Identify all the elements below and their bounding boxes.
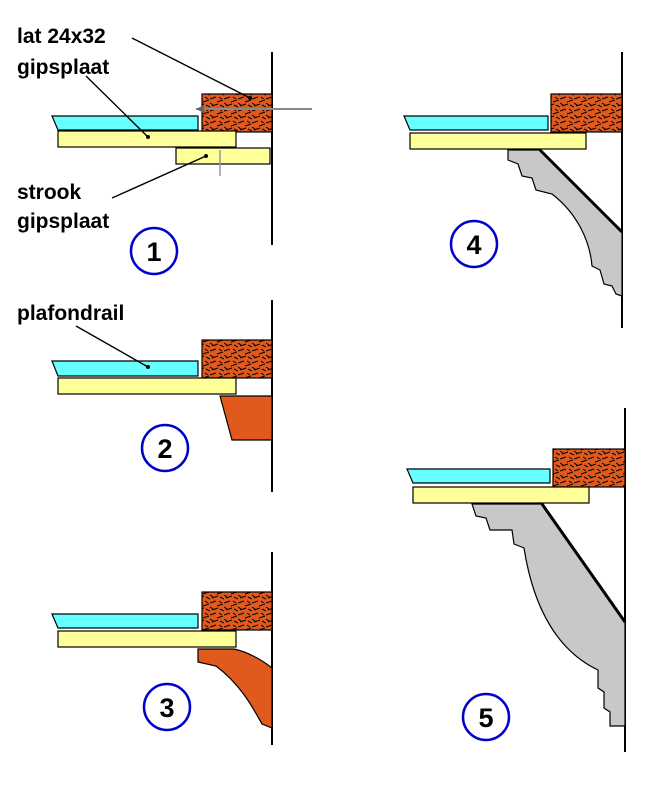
leader-dot bbox=[146, 365, 150, 369]
detail-number: 2 bbox=[157, 434, 172, 464]
ceiling-rail bbox=[219, 395, 273, 441]
wooden-batten bbox=[201, 339, 273, 379]
detail-number: 3 bbox=[159, 693, 174, 723]
detail-5: 5 bbox=[406, 408, 627, 752]
screw-tip-icon bbox=[196, 105, 204, 113]
detail-number-circle bbox=[129, 226, 179, 276]
label-lat: lat 24x32 bbox=[17, 25, 106, 48]
wooden-batten bbox=[201, 591, 273, 631]
wooden-batten bbox=[201, 93, 273, 133]
large-crown-molding bbox=[471, 503, 626, 727]
detail-3: 3 bbox=[51, 552, 273, 745]
insulation-layer bbox=[51, 360, 199, 377]
plasterboard bbox=[412, 486, 590, 504]
label-strook-gipsplaat: gipsplaat bbox=[17, 210, 109, 233]
crown-molding bbox=[507, 149, 623, 297]
cove-molding bbox=[197, 648, 273, 729]
plasterboard bbox=[57, 130, 237, 148]
leader-strook bbox=[111, 155, 207, 199]
detail-number-circle bbox=[461, 692, 511, 742]
insulation-layer bbox=[406, 468, 551, 484]
detail-1: lat 24x32 gipsplaat strook gipsplaat 1 bbox=[17, 25, 312, 276]
plasterboard bbox=[57, 630, 237, 648]
label-plafondrail: plafondrail bbox=[17, 302, 124, 325]
label-gipsplaat: gipsplaat bbox=[17, 56, 109, 79]
leader-dot bbox=[248, 96, 252, 100]
leader-dot bbox=[146, 135, 150, 139]
leader-dot bbox=[204, 154, 208, 158]
insulation-layer bbox=[51, 613, 199, 629]
label-strook: strook bbox=[17, 181, 82, 204]
plasterboard bbox=[409, 132, 587, 150]
detail-number-circle bbox=[140, 423, 190, 473]
molding-back-edge bbox=[538, 148, 624, 234]
insulation-layer bbox=[51, 115, 199, 131]
leader-plafondrail bbox=[75, 325, 149, 368]
detail-number: 1 bbox=[146, 237, 161, 267]
detail-number-circle bbox=[449, 219, 499, 269]
plasterboard bbox=[57, 377, 237, 395]
plasterboard-strip bbox=[175, 147, 271, 165]
detail-number: 5 bbox=[478, 703, 493, 733]
insulation-layer bbox=[403, 115, 549, 131]
molding-back-edge bbox=[540, 503, 627, 623]
detail-number-circle bbox=[142, 682, 192, 732]
wooden-batten bbox=[552, 448, 626, 488]
wooden-batten bbox=[550, 93, 623, 133]
detail-4: 4 bbox=[403, 52, 624, 328]
leader-gipsplaat bbox=[85, 75, 149, 138]
detail-2: plafondrail 2 bbox=[17, 300, 273, 492]
leader-lat bbox=[131, 37, 251, 99]
detail-number: 4 bbox=[466, 230, 481, 260]
